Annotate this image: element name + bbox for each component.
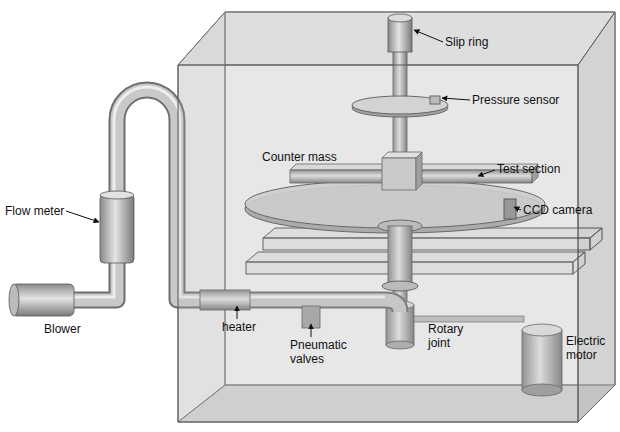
flow-meter: [100, 191, 134, 263]
part-label: Rotary joint: [428, 322, 478, 350]
enclosure-back: [178, 12, 615, 422]
part-label: Pneumatic valves: [290, 338, 360, 366]
part-label: Blower: [44, 322, 104, 336]
leader-lines: [66, 30, 521, 337]
part-label: Test section: [497, 162, 597, 176]
part-label: Flow meter: [5, 204, 75, 218]
part-label: CCD camera: [523, 203, 613, 217]
part-label: Slip ring: [445, 35, 525, 49]
part-label: Counter mass: [262, 150, 352, 164]
enclosure-front: [178, 65, 578, 422]
blower: [9, 284, 74, 316]
part-label: heater: [222, 320, 272, 334]
part-label: Pressure sensor: [472, 93, 582, 107]
part-label: Electric motor: [566, 334, 616, 362]
